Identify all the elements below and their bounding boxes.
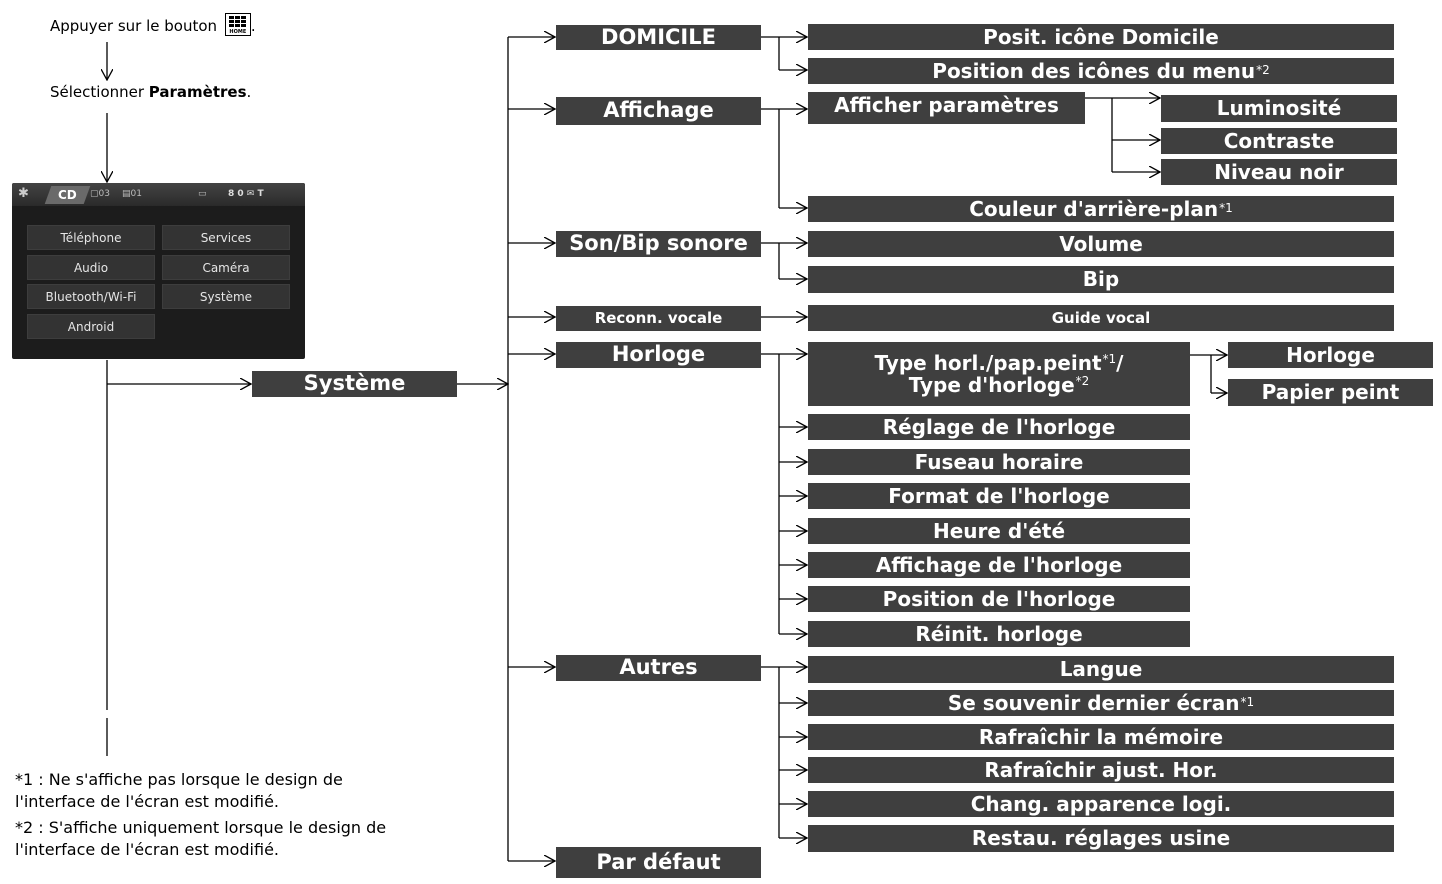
box-guide-vocal: Guide vocal: [808, 305, 1394, 331]
box-luminosite: Luminosité: [1161, 95, 1397, 122]
box-format-horloge: Format de l'horloge: [808, 483, 1190, 509]
box-domicile: DOMICILE: [556, 25, 761, 50]
box-afficher-parametres: Afficher paramètres: [808, 92, 1085, 124]
box-affichage-horloge: Affichage de l'horloge: [808, 552, 1190, 578]
screen-button-bluetooth-wifi[interactable]: Bluetooth/Wi-Fi: [27, 284, 155, 309]
footnote-1: *1 : Ne s'affiche pas lorsque le design …: [15, 769, 343, 813]
screen-button-android[interactable]: Android: [27, 314, 155, 339]
box-reconn-vocale: Reconn. vocale: [556, 306, 761, 331]
box-type-horloge: Type horl./pap.peint*1/ Type d'horloge*2: [808, 342, 1190, 406]
press-home-suffix: .: [251, 17, 256, 35]
box-langue: Langue: [808, 656, 1394, 683]
gear-icon: ✱: [18, 186, 29, 201]
box-heure-ete: Heure d'été: [808, 518, 1190, 544]
status-right-icons: 8 0 ✉ T: [228, 189, 264, 199]
box-se-souvenir-dernier-ecran: Se souvenir dernier écran*1: [808, 690, 1394, 716]
box-par-defaut: Par défaut: [556, 847, 761, 878]
screen-button-systeme[interactable]: Système: [162, 284, 290, 309]
box-position-icones-menu: Position des icônes du menu*2: [808, 58, 1394, 84]
box-bip: Bip: [808, 266, 1394, 293]
home-button-icon: HOME: [225, 13, 251, 36]
press-home-text: Appuyer sur le bouton: [50, 17, 217, 35]
footnote-2: *2 : S'affiche uniquement lorsque le des…: [15, 817, 386, 861]
box-horloge-option: Horloge: [1228, 342, 1433, 368]
box-contraste: Contraste: [1161, 128, 1397, 154]
box-restau-reglages-usine: Restau. réglages usine: [808, 825, 1394, 852]
select-settings-instruction: Sélectionner Paramètres.: [50, 83, 251, 101]
box-niveau-noir: Niveau noir: [1161, 159, 1397, 185]
box-reglage-horloge: Réglage de l'horloge: [808, 414, 1190, 440]
status-track: ▤01: [122, 189, 142, 199]
box-reinit-horloge: Réinit. horloge: [808, 621, 1190, 647]
box-fuseau-horaire: Fuseau horaire: [808, 449, 1190, 475]
screen-button-camera[interactable]: Caméra: [162, 255, 290, 280]
status-disc: ▢03: [90, 189, 110, 199]
box-couleur-arriere-plan: Couleur d'arrière-plan*1: [808, 196, 1394, 222]
screen-button-services[interactable]: Services: [162, 225, 290, 250]
settings-screen: ✱ CD ▢03 ▤01 ▭ 8 0 ✉ T Téléphone Service…: [12, 183, 305, 359]
screen-button-telephone[interactable]: Téléphone: [27, 225, 155, 250]
box-rafraichir-ajust-hor: Rafraîchir ajust. Hor.: [808, 757, 1394, 783]
select-suffix: .: [247, 83, 252, 101]
box-chang-apparence-logi: Chang. apparence logi.: [808, 791, 1394, 817]
cd-tab[interactable]: CD: [45, 186, 90, 204]
box-volume: Volume: [808, 231, 1394, 257]
box-systeme: Système: [252, 371, 457, 397]
box-autres: Autres: [556, 655, 761, 681]
box-horloge: Horloge: [556, 342, 761, 368]
box-son-bip: Son/Bip sonore: [556, 231, 761, 257]
select-text: Sélectionner: [50, 83, 149, 101]
box-position-horloge: Position de l'horloge: [808, 586, 1190, 612]
box-posit-icone-domicile: Posit. icône Domicile: [808, 24, 1394, 50]
select-settings-bold: Paramètres: [149, 83, 247, 101]
box-papier-peint: Papier peint: [1228, 379, 1433, 406]
box-rafraichir-memoire: Rafraîchir la mémoire: [808, 724, 1394, 750]
screen-button-audio[interactable]: Audio: [27, 255, 155, 280]
home-button-label: HOME: [226, 29, 250, 35]
box-affichage: Affichage: [556, 97, 761, 125]
press-home-instruction: Appuyer sur le bouton HOME.: [50, 13, 256, 36]
status-media-icon: ▭: [198, 189, 207, 199]
